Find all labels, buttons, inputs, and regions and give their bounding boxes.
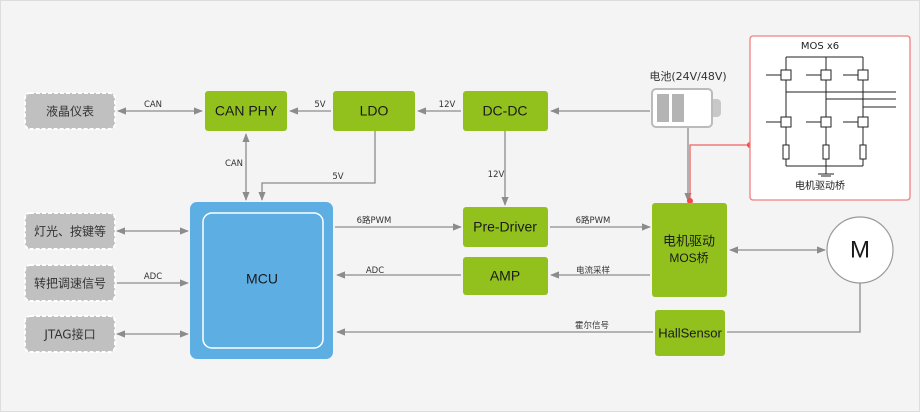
motor-label: M <box>850 236 870 263</box>
lcd-box: 液晶仪表 <box>24 92 116 130</box>
jtag-box: JTAG接口 <box>24 315 116 353</box>
signal-label: 霍尔信号 <box>575 320 609 331</box>
highlight-connector <box>689 144 750 201</box>
mos-schematic-icon <box>766 56 896 177</box>
signal-label: 6路PWM <box>357 215 392 226</box>
ldo-label: LDO <box>360 103 389 119</box>
mcu-box: MCU <box>190 202 333 359</box>
throttle-box: 转把调速信号 <box>24 264 116 302</box>
mos-panel-caption: 电机驱动桥 <box>795 179 845 192</box>
signal-label: 5V <box>314 100 325 110</box>
signal-label: ADC <box>144 272 162 282</box>
signal-label: 电流采样 <box>576 265 611 276</box>
mos-panel-title: MOS x6 <box>801 41 839 52</box>
ldo-box: LDO <box>333 91 415 131</box>
can-phy-box: CAN PHY <box>205 91 287 131</box>
can-phy-label: CAN PHY <box>215 103 278 119</box>
signal-label: CAN <box>144 100 162 110</box>
pre-driver-label: Pre-Driver <box>473 219 537 235</box>
signal-label: 12V <box>439 100 456 110</box>
signal-label: CAN <box>225 159 243 169</box>
arrow-ldo-mcu <box>258 131 376 201</box>
connectors <box>116 107 861 338</box>
throttle-label: 转把调速信号 <box>34 276 106 291</box>
signal-label: 12V <box>488 170 505 180</box>
battery-icon: 电池(24V/48V) <box>649 70 727 128</box>
motor-driver-label: 电机驱动 <box>663 233 715 248</box>
mcu-label: MCU <box>246 271 278 287</box>
lights-label: 灯光、按键等 <box>34 225 106 239</box>
dcdc-box: DC-DC <box>463 91 548 131</box>
amp-box: AMP <box>463 257 548 295</box>
connector-dot <box>687 198 693 204</box>
battery-label: 电池(24V/48V) <box>649 70 726 83</box>
pre-driver-box: Pre-Driver <box>463 207 548 247</box>
hall-sensor-label: HallSensor <box>658 325 722 340</box>
lcd-label: 液晶仪表 <box>46 104 94 119</box>
amp-label: AMP <box>490 268 520 284</box>
dcdc-label: DC-DC <box>482 103 527 119</box>
motor-driver-label: MOS桥 <box>669 251 708 265</box>
signal-label: 6路PWM <box>576 215 611 226</box>
hall-sensor-box: HallSensor <box>655 310 725 356</box>
signal-label: ADC <box>366 266 384 276</box>
motor-driver-box: 电机驱动 MOS桥 <box>652 203 727 297</box>
mos-bridge-panel: MOS x6 电机驱动桥 <box>749 35 911 201</box>
jtag-label: JTAG接口 <box>43 327 95 342</box>
lights-box: 灯光、按键等 <box>24 212 116 250</box>
line-motor-hall <box>727 283 861 333</box>
motor: M <box>826 216 894 284</box>
signal-label: 5V <box>332 172 343 182</box>
